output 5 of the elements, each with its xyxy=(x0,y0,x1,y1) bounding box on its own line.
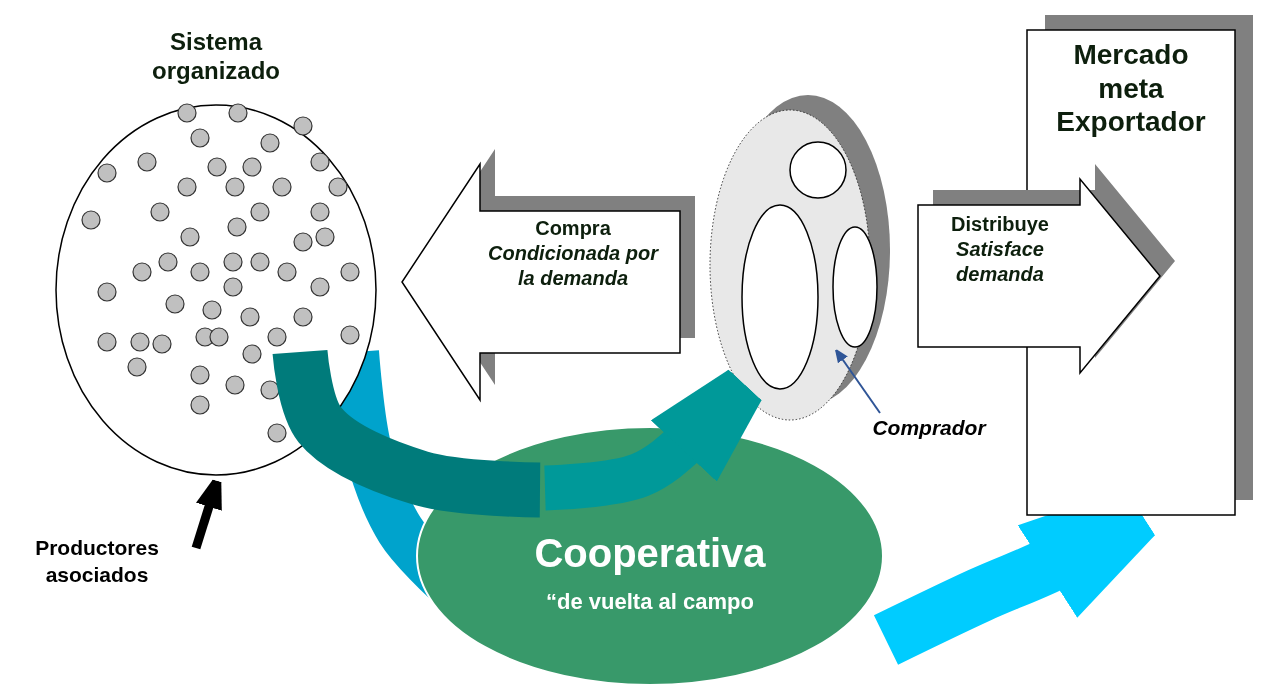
box-title: Mercado meta Exportador xyxy=(1055,38,1207,139)
ellipse-subtitle: “de vuelta al campo xyxy=(545,589,755,616)
caption-text: Productores asociados xyxy=(6,532,188,592)
ellipse-title: Cooperativa xyxy=(533,530,767,577)
circle-heading: Sistema organizado xyxy=(151,28,281,86)
